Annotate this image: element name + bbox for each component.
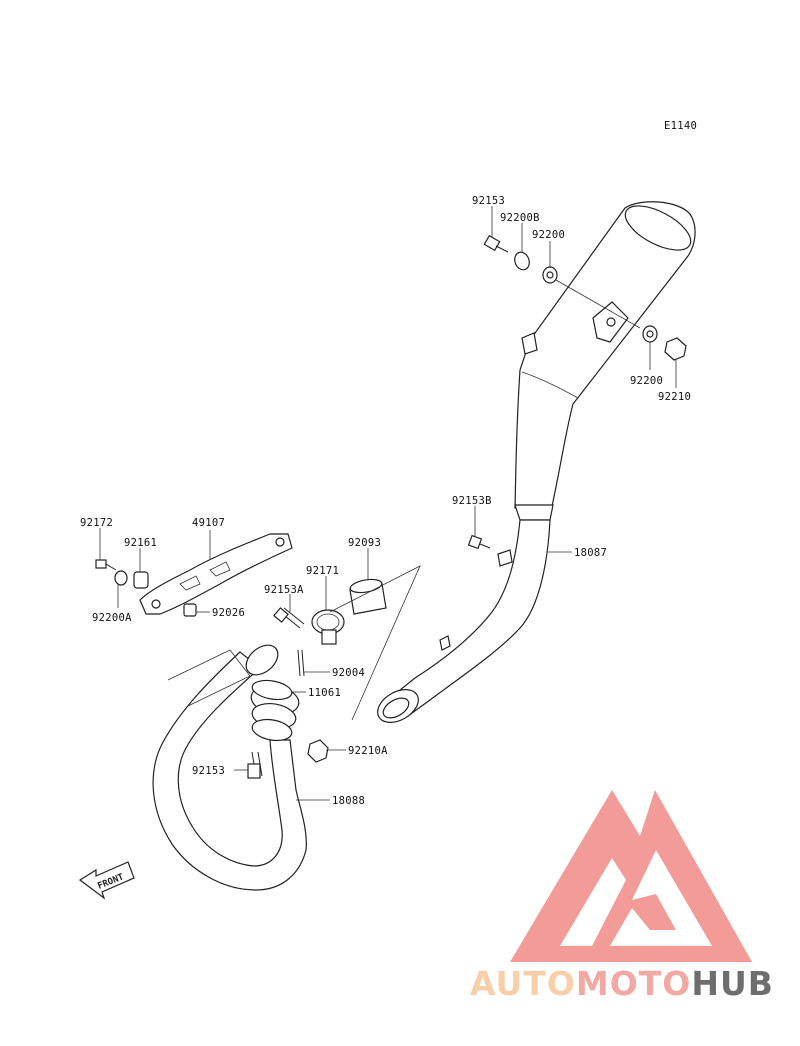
gasket-92093 [349, 578, 387, 615]
label-92153B: 92153B [452, 495, 492, 507]
label-92210: 92210 [658, 391, 691, 403]
bolt-92172 [95, 559, 117, 571]
clamp-92171 [311, 609, 345, 645]
label-92200B: 92200B [500, 212, 540, 224]
collar-92161 [133, 571, 149, 589]
label-92200A: 92200A [92, 612, 132, 624]
label-18088: 18088 [332, 795, 365, 807]
label-92200-top: 92200 [532, 229, 565, 241]
label-92200-right: 92200 [630, 375, 663, 387]
label-92172: 92172 [80, 517, 113, 529]
label-92153A: 92153A [264, 584, 304, 596]
label-11061: 11061 [308, 687, 341, 699]
svg-text:AUTOMOTOHUB: AUTOMOTOHUB [470, 964, 774, 1003]
bolt-92153B [467, 534, 491, 550]
gasket-11061 [251, 679, 293, 701]
logo-part-auto: AUTO [470, 964, 576, 1003]
logo-part-moto: MOTO [576, 964, 691, 1003]
logo-triangle [510, 790, 752, 962]
front-arrow: FRONT [78, 861, 135, 900]
nut-92210A [307, 739, 329, 763]
label-92153-top: 92153 [472, 195, 505, 207]
bolt-92153-top [483, 234, 509, 253]
washer-92200B [514, 251, 530, 271]
label-92210A: 92210A [348, 745, 388, 757]
label-92004: 92004 [332, 667, 365, 679]
washer-92200A [114, 570, 128, 586]
stud-92004 [297, 649, 305, 677]
automotohub-logo: AUTOMOTOHUB [470, 790, 774, 1003]
part-labels: 92153 92200B 92200 92200 92210 92153B 18… [80, 195, 691, 807]
diagram-id: E1140 [664, 120, 697, 132]
label-92026: 92026 [212, 607, 245, 619]
collar-92026 [183, 603, 197, 617]
header-pipe-18088 [152, 644, 307, 891]
label-92093: 92093 [348, 537, 381, 549]
bolt-92153-bottom [247, 751, 263, 779]
label-18087: 18087 [574, 547, 607, 559]
logo-part-hub: HUB [691, 964, 774, 1003]
label-92171: 92171 [306, 565, 339, 577]
bracket-49107 [139, 533, 293, 615]
label-49107: 49107 [192, 517, 225, 529]
nut-92210 [664, 337, 687, 361]
bolt-92153A [273, 607, 305, 629]
leader-lines [99, 206, 677, 801]
muffler-18087 [377, 201, 696, 723]
label-92161: 92161 [124, 537, 157, 549]
label-92153-bottom: 92153 [192, 765, 225, 777]
